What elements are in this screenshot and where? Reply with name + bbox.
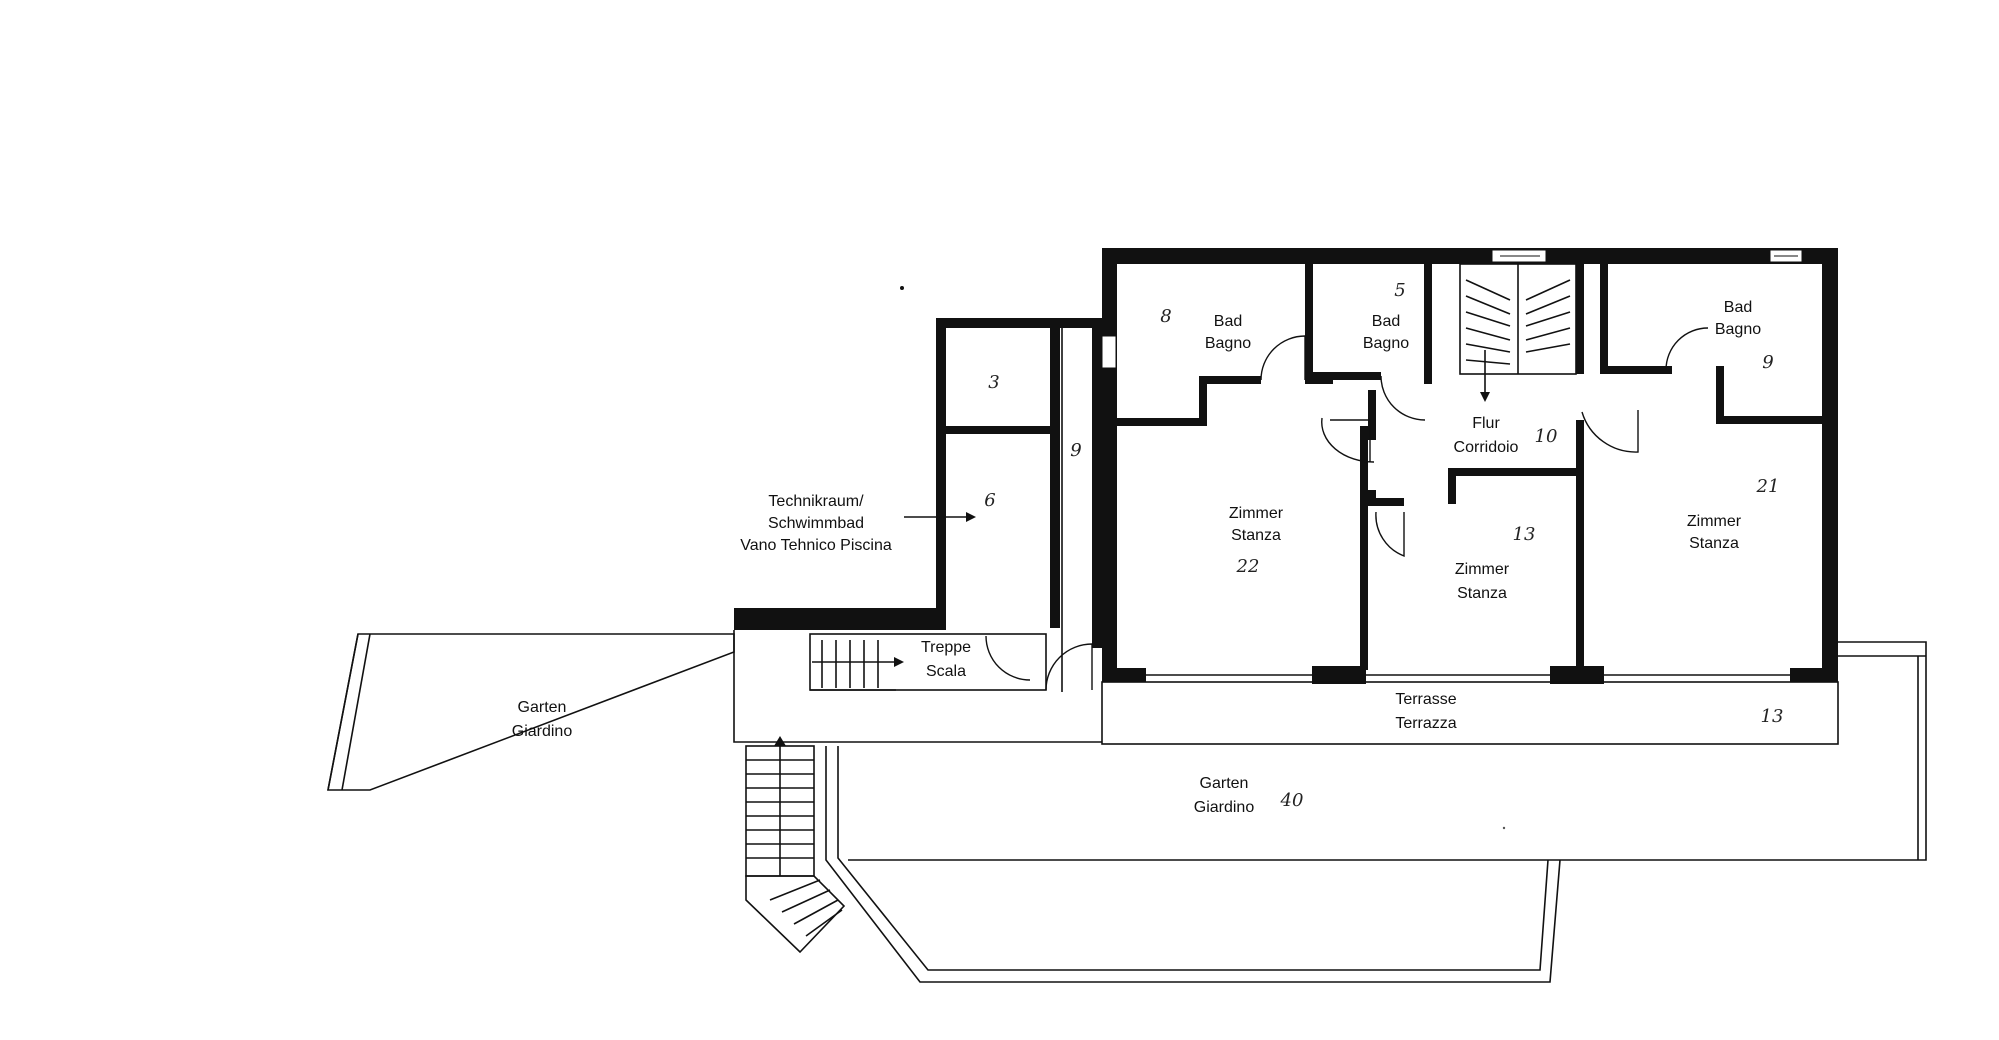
- room-name-it: Terrazza: [1395, 715, 1456, 732]
- room-area: 40: [1280, 790, 1304, 811]
- room-treppe: Treppe Scala: [921, 639, 971, 680]
- room-name-de: Garten: [1200, 775, 1249, 792]
- room-name-de: Flur: [1472, 415, 1500, 432]
- room-name-de: Zimmer: [1229, 505, 1284, 522]
- room-zimmer-mid: Zimmer Stanza 13: [1455, 524, 1536, 602]
- room-area: 13: [1513, 524, 1536, 545]
- room-name-it: Stanza: [1231, 527, 1281, 544]
- room-area: 9: [1070, 440, 1081, 461]
- window-symbols: [1491, 249, 1803, 263]
- room-name-it: Bagno: [1715, 321, 1761, 338]
- room-terrasse: Terrasse Terrazza 13: [1395, 691, 1783, 732]
- room-area: 3: [988, 372, 999, 393]
- technik-callout: Technikraum/ Schwimmbad Vano Tehnico Pis…: [740, 493, 976, 554]
- stray-dot: [900, 286, 904, 290]
- room-zimmer-left: Zimmer Stanza 22: [1229, 505, 1284, 577]
- technik-label-line2: Schwimmbad: [768, 515, 864, 532]
- room-area: 9: [1762, 352, 1773, 373]
- room-name-de: Bad: [1724, 299, 1752, 316]
- room-flur: Flur Corridoio 10: [1454, 415, 1558, 456]
- room-small-3: 3: [988, 372, 999, 393]
- room-name-de: Garten: [518, 699, 567, 716]
- technik-label-line3: Vano Tehnico Piscina: [740, 537, 892, 554]
- annex-walls: [734, 318, 1117, 692]
- stray-dot: [1502, 826, 1506, 830]
- room-area: 21: [1756, 476, 1780, 497]
- room-name-it: Giardino: [512, 723, 573, 740]
- room-name-de: Terrasse: [1395, 691, 1456, 708]
- room-name-it: Stanza: [1689, 535, 1739, 552]
- house-staircase: [1459, 263, 1577, 402]
- room-area: 10: [1535, 426, 1558, 447]
- room-bad-right: Bad Bagno 9: [1715, 299, 1774, 373]
- room-name-it: Stanza: [1457, 585, 1507, 602]
- room-name-it: Giardino: [1194, 799, 1255, 816]
- outdoor-outlines: [327, 630, 1927, 983]
- room-name-it: Scala: [926, 663, 966, 680]
- room-bad-left: Bad Bagno 8: [1160, 306, 1251, 352]
- room-name-de: Zimmer: [1455, 561, 1510, 578]
- room-zimmer-right: Zimmer Stanza 21: [1687, 476, 1780, 552]
- room-area: 8: [1160, 306, 1171, 327]
- room-area: 13: [1761, 706, 1784, 727]
- room-name-de: Bad: [1372, 313, 1400, 330]
- room-name-de: Bad: [1214, 313, 1242, 330]
- room-name-it: Corridoio: [1454, 439, 1519, 456]
- arrow-icon: [966, 512, 976, 522]
- room-name-de: Treppe: [921, 639, 971, 656]
- room-area: 22: [1236, 556, 1260, 577]
- room-area: 6: [984, 490, 995, 511]
- room-name-it: Bagno: [1363, 335, 1409, 352]
- room-garten-left: Garten Giardino: [512, 699, 573, 740]
- room-technik: 6: [984, 490, 995, 511]
- room-bad-mid: Bad Bagno 5: [1363, 280, 1409, 352]
- room-name-de: Zimmer: [1687, 513, 1742, 530]
- technik-label-line1: Technikraum/: [768, 493, 864, 510]
- annex-staircase: [809, 633, 1047, 691]
- room-garten-main: Garten Giardino 40: [1194, 775, 1304, 816]
- interior-walls: [1117, 264, 1822, 670]
- room-area: 5: [1394, 280, 1405, 301]
- room-corridor-left: 9: [1070, 440, 1081, 461]
- room-name-it: Bagno: [1205, 335, 1251, 352]
